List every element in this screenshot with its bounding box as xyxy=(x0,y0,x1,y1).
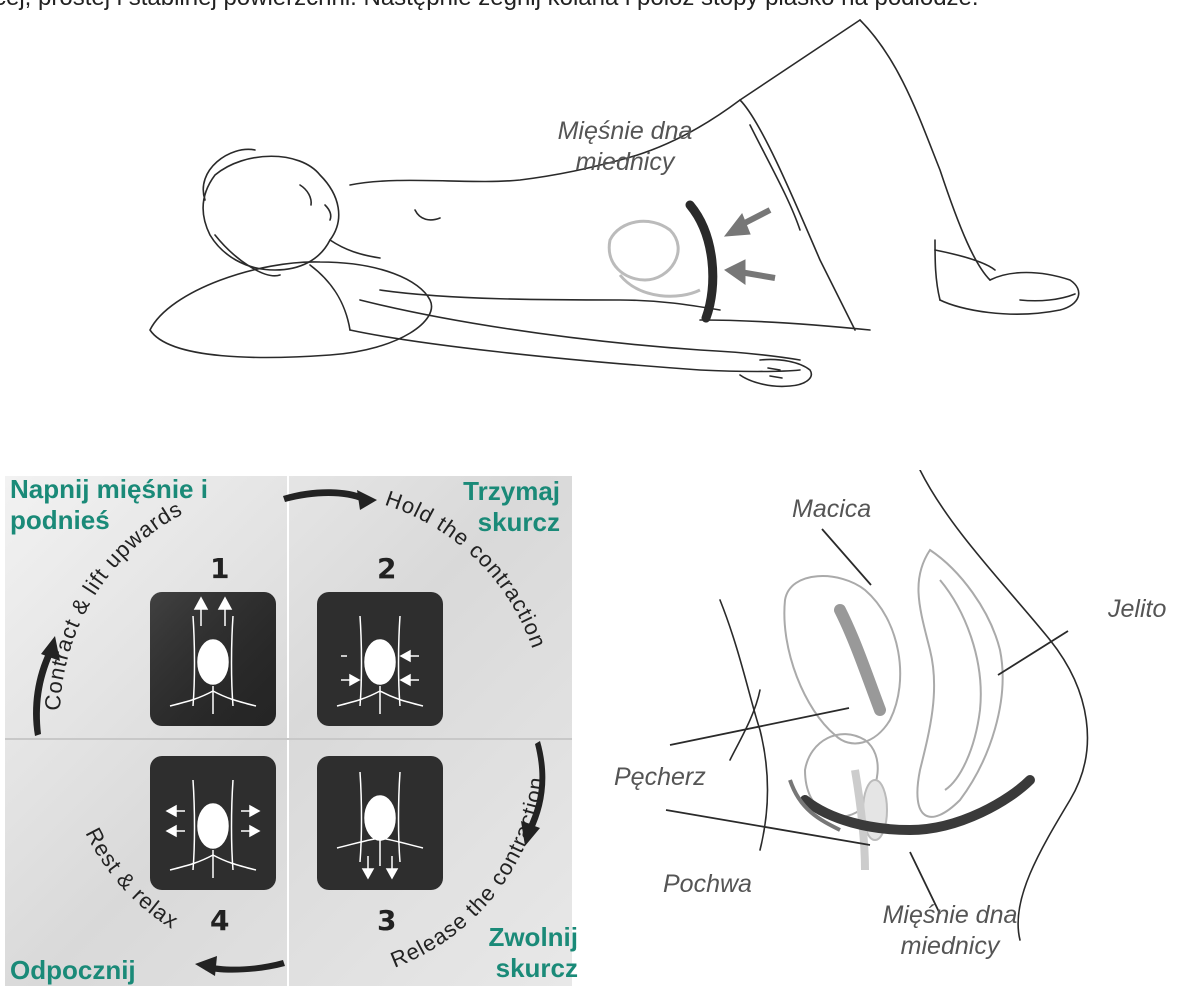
step-1-polish: Napnij mięśnie i podnieś xyxy=(10,474,240,536)
step-number-3: 3 xyxy=(377,904,396,937)
label-miesnie-anatomy: Mięśnie dna miednicy xyxy=(860,900,1040,963)
label-pecherz: Pęcherz xyxy=(614,762,706,793)
step-3-polish: Zwolnij skurcz xyxy=(440,922,578,984)
step-number-4: 4 xyxy=(210,904,229,937)
label-jelito: Jelito xyxy=(1108,594,1166,625)
lying-woman-illustration xyxy=(0,0,1187,420)
step-number-1: 1 xyxy=(210,552,229,585)
cycle-svg: Contract & lift upwards Hold the contrac… xyxy=(5,476,572,986)
label-pochwa: Pochwa xyxy=(663,869,752,900)
step-2-polish: Trzymaj skurcz xyxy=(430,476,560,538)
label-macica: Macica xyxy=(792,494,871,525)
pelvic-floor-label-top: Mięśnie dna miednicy xyxy=(525,116,725,179)
step-number-2: 2 xyxy=(377,552,396,585)
step-4-polish: Odpocznij xyxy=(10,955,136,986)
